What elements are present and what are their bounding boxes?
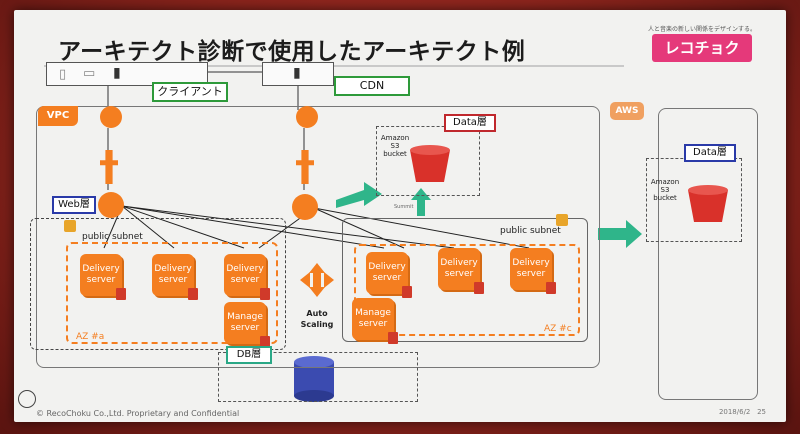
disk-icon (260, 288, 270, 300)
delivery-server: Delivery server (152, 254, 198, 300)
aws-data-layer-label: Data層 (684, 144, 736, 162)
aws-badge: AWS (610, 102, 644, 120)
db-layer-box (218, 352, 418, 402)
slide-title: アーキテクト診断で使用したアーキテクト例 (58, 39, 526, 65)
web-layer-label: Web層 (52, 196, 96, 214)
az-c-box (354, 244, 580, 336)
date-text: 2018/6/2 (718, 408, 751, 416)
server-label: Delivery server (440, 258, 478, 279)
disk-icon (546, 282, 556, 294)
az-c-label: AZ #c (544, 324, 572, 334)
cdn-device-box: ▮ (262, 62, 334, 86)
server-label: Delivery server (154, 264, 192, 285)
page-number: 25 (757, 408, 766, 416)
cdn-label: CDN (334, 76, 410, 96)
server-label: Delivery server (82, 264, 120, 285)
cdn-gateway-icon (296, 106, 318, 128)
slide-date: 2018/6/2 25 (719, 408, 766, 416)
delivery-server: Delivery server (224, 254, 270, 300)
laptop-icon: ▭ (83, 66, 96, 81)
delivery-server: Delivery server (366, 252, 412, 298)
disk-icon (188, 288, 198, 300)
public-subnet-c (342, 218, 588, 342)
public-subnet-a (30, 218, 286, 350)
s3-bucket-aws-icon (688, 185, 728, 222)
copyright-footer: © RecoChoku Co.,Ltd. Proprietary and Con… (36, 409, 240, 418)
vpc-badge: VPC (38, 106, 78, 126)
internet-gateway-icon (100, 106, 122, 128)
data-layer-box (376, 126, 480, 196)
server-label: Delivery server (368, 262, 406, 283)
recochoku-logo: レコチョク (652, 34, 752, 62)
lock-icon (64, 220, 76, 232)
db-layer-label: DB層 (226, 346, 272, 364)
disk-icon (116, 288, 126, 300)
disk-icon (474, 282, 484, 294)
auto-scaling-icon (300, 263, 334, 297)
recochoku-mark-icon (18, 390, 36, 408)
tagline: 人と音楽の新しい関係をデザインする。 (647, 26, 756, 33)
server-label: Delivery server (512, 258, 550, 279)
load-balancer-icon-2 (292, 194, 318, 220)
delivery-server: Delivery server (80, 254, 126, 300)
summit-label: Summit (394, 204, 414, 210)
green-arrow-to-s3 (336, 182, 382, 208)
disk-icon (402, 286, 412, 298)
server-label: Delivery server (226, 264, 264, 285)
s3-bucket-icon (410, 145, 450, 182)
server-label: Manage server (227, 312, 263, 333)
title-underline (44, 65, 624, 67)
delivery-server: Delivery server (438, 248, 484, 294)
auto-scaling-label: Auto Scaling (300, 309, 334, 329)
server-label: Manage server (355, 308, 391, 329)
disk-icon (260, 336, 270, 348)
delivery-server: Delivery server (510, 248, 556, 294)
data-layer-label: Data層 (444, 114, 496, 132)
public-subnet-a-label: public subnet (82, 232, 143, 242)
green-arrow-to-aws (598, 220, 642, 248)
lock-icon-2 (556, 214, 568, 226)
az-a-label: AZ #a (76, 332, 105, 342)
load-balancer-icon (98, 192, 124, 218)
cdn-server-icon: ▮ (293, 65, 301, 81)
manage-server: Manage server (352, 298, 398, 344)
vpc-region (36, 106, 600, 368)
aws-region (658, 108, 758, 400)
public-subnet-c-label: public subnet (500, 226, 561, 236)
client-label: クライアント (152, 82, 228, 102)
az-a-box (66, 242, 278, 344)
server-rack-icon: ▮ (113, 65, 121, 81)
manage-server: Manage server (224, 302, 270, 348)
s3-label: Amazon S3 bucket (380, 134, 410, 158)
phone-icon: ▯ (59, 67, 67, 82)
disk-icon (388, 332, 398, 344)
aws-s3-label: Amazon S3 bucket (650, 178, 680, 202)
slide: アーキテクト診断で使用したアーキテクト例 人と音楽の新しい関係をデザインする。 … (14, 10, 786, 422)
